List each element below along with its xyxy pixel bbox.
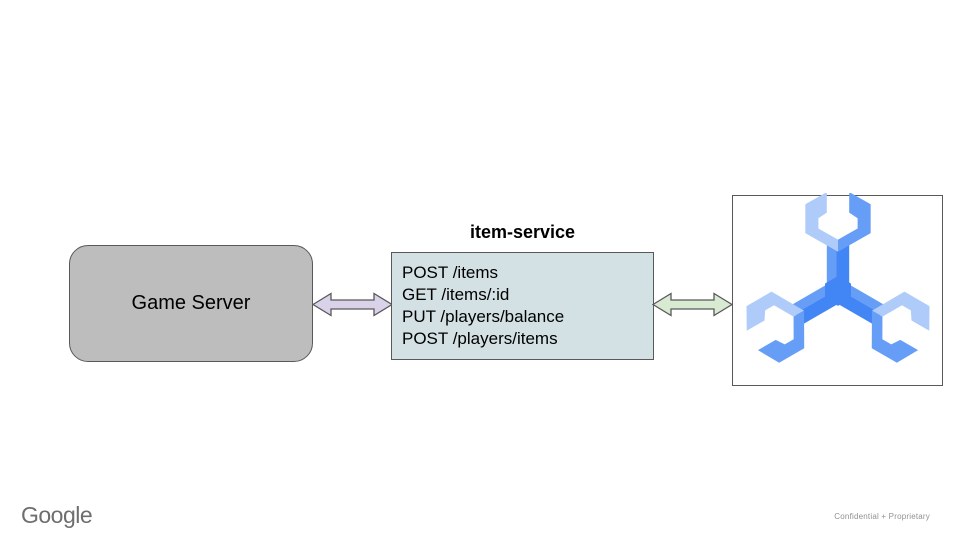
endpoint-line: POST /players/items [402, 329, 558, 348]
item-service-title: item-service [469, 222, 576, 242]
google-logo: Google [21, 502, 93, 528]
endpoint-line: PUT /players/balance [402, 307, 565, 326]
game-server-label: Game Server [131, 292, 251, 314]
confidential-note: Confidential + Proprietary [834, 512, 930, 521]
bidirectional-arrow-right [652, 292, 733, 317]
arrow-shape [312, 292, 393, 317]
game-server-box: Game Server [69, 245, 313, 362]
spanner-hub [824, 275, 851, 306]
arrow-shape [652, 292, 733, 317]
endpoint-list: POST /items GET /items/:id PUT /players/… [392, 253, 653, 350]
endpoint-line: POST /items [402, 263, 499, 282]
cloud-spanner-icon [739, 192, 936, 369]
spanner-logo-box [732, 192, 943, 386]
endpoint-line: GET /items/:id [402, 285, 510, 304]
bidirectional-arrow-left [312, 292, 393, 317]
item-service-box: POST /items GET /items/:id PUT /players/… [391, 252, 654, 360]
